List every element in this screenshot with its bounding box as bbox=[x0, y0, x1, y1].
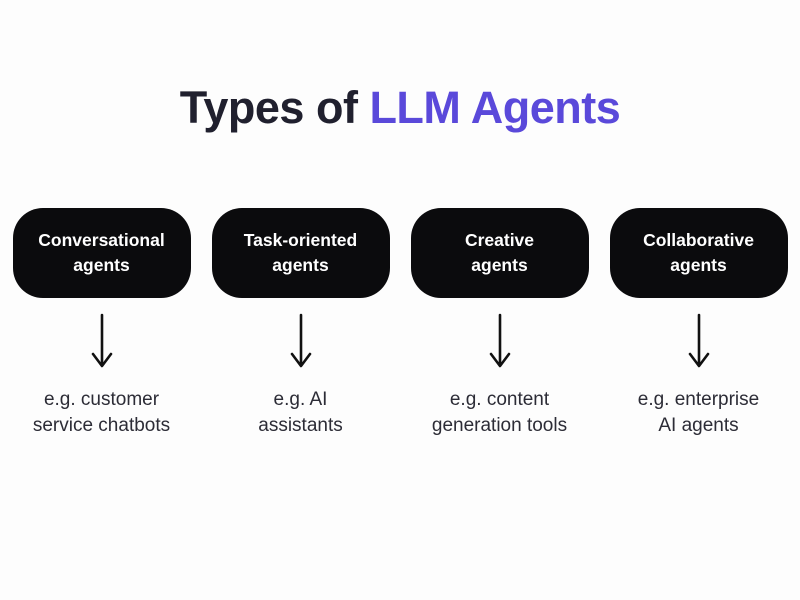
agent-example-label: e.g. content generation tools bbox=[432, 387, 567, 438]
agent-type-label-line1: Creative bbox=[464, 229, 535, 250]
page-title: Types of LLM Agents bbox=[0, 82, 800, 134]
agent-type-label-line2: agents bbox=[73, 255, 130, 275]
down-arrow-icon bbox=[489, 313, 510, 368]
agent-type-label: Collaborative agents bbox=[643, 228, 754, 279]
agent-example-line1: e.g. enterprise bbox=[637, 389, 760, 410]
agent-example-line2: generation tools bbox=[431, 414, 568, 436]
agent-column-creative: Creative agents e.g. content generation … bbox=[400, 208, 599, 438]
agent-type-box: Collaborative agents bbox=[609, 208, 788, 298]
agent-example-label: e.g. customer service chatbots bbox=[33, 387, 170, 438]
agent-type-box: Conversational agents bbox=[12, 208, 191, 298]
agent-example-line1: e.g. content bbox=[449, 389, 550, 410]
agent-type-label-line2: agents bbox=[670, 255, 727, 275]
agent-column-collaborative: Collaborative agents e.g. enterprise AI … bbox=[599, 208, 798, 438]
agent-column-conversational: Conversational agents e.g. customer serv… bbox=[2, 208, 201, 438]
agent-type-label-line1: Conversational bbox=[38, 229, 165, 250]
agent-example-line2: AI agents bbox=[658, 414, 739, 436]
agent-type-box: Task-oriented agents bbox=[211, 208, 390, 298]
agent-example-line2: service chatbots bbox=[32, 414, 171, 436]
agent-type-label: Conversational agents bbox=[38, 228, 164, 279]
agent-type-box: Creative agents bbox=[410, 208, 589, 298]
agent-type-label-line1: Task-oriented bbox=[243, 229, 358, 250]
agent-example-line2: assistants bbox=[258, 414, 343, 436]
agent-column-task-oriented: Task-oriented agents e.g. AI assistants bbox=[201, 208, 400, 438]
agent-example-label: e.g. AI assistants bbox=[258, 387, 342, 438]
agent-type-label: Task-oriented agents bbox=[244, 228, 357, 279]
down-arrow-icon bbox=[91, 313, 112, 368]
agent-example-label: e.g. enterprise AI agents bbox=[638, 387, 759, 438]
agent-type-label-line1: Collaborative bbox=[643, 229, 754, 250]
agent-columns-row: Conversational agents e.g. customer serv… bbox=[0, 208, 800, 438]
agent-example-line1: e.g. AI bbox=[273, 389, 328, 410]
agent-type-label-line2: agents bbox=[471, 255, 528, 275]
title-highlight: LLM Agents bbox=[369, 82, 621, 133]
agent-type-label-line2: agents bbox=[272, 255, 329, 275]
agent-example-line1: e.g. customer bbox=[43, 389, 160, 410]
down-arrow-icon bbox=[688, 313, 709, 368]
agent-type-label: Creative agents bbox=[465, 228, 534, 279]
down-arrow-icon bbox=[290, 313, 311, 368]
title-prefix: Types of bbox=[179, 82, 370, 133]
